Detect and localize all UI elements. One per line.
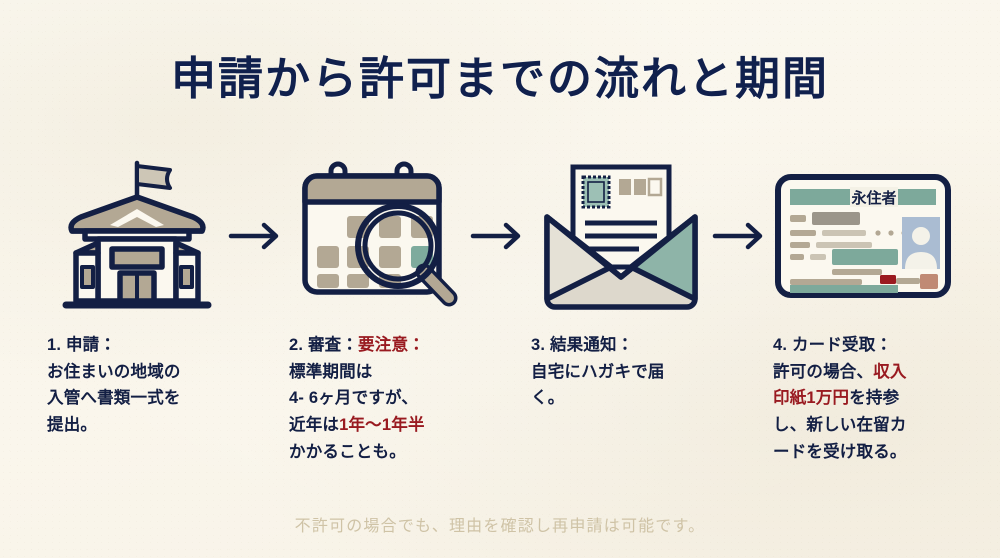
step-icon-row: 永住者 <box>0 148 1000 323</box>
footer-note: 不許可の場合でも、理由を確認し再申請は可能です。 <box>294 518 706 535</box>
step-2-highlight: 1年〜1年半 <box>339 416 425 435</box>
step-2-body-after: かかることも。 <box>289 442 406 461</box>
government-building-icon <box>62 160 212 308</box>
step-4-heading: 4. カード受取： <box>773 336 893 354</box>
step-4-caption: 4. カード受取： 許可の場合、収入 印紙1万円を持参 し、新しい在留カ ードを受… <box>773 332 953 466</box>
step-3-body: 自宅にハガキで届 く。 <box>531 362 665 408</box>
calendar-magnifier-icon <box>302 161 458 306</box>
arrow-2-wrap <box>469 216 531 256</box>
step-4-highlight: 収入 印紙1万円 <box>773 362 907 408</box>
step-1-text: 1. 申請： お住まいの地域の 入管へ書類一式を 提出。 <box>47 332 223 439</box>
step-1-body: お住まいの地域の 入管へ書類一式を 提出。 <box>47 362 181 435</box>
step-1-icon-wrap <box>47 156 227 316</box>
residence-card-icon: 永住者 <box>775 173 951 298</box>
envelope-letter-icon <box>544 164 698 310</box>
step-2-heading: 2. 審査： <box>289 336 359 354</box>
step-3-icon-wrap <box>531 156 711 316</box>
arrow-3-wrap <box>711 216 773 256</box>
step-1-caption: 1. 申請： お住まいの地域の 入管へ書類一式を 提出。 <box>47 332 227 439</box>
card-status-label: 永住者 <box>850 189 896 207</box>
page-title: 申請から許可までの流れと期間 <box>170 54 829 104</box>
step-4-body-before: 許可の場合、 <box>773 362 874 381</box>
step-3-caption: 3. 結果通知： 自宅にハガキで届 く。 <box>531 332 711 412</box>
step-3-heading: 3. 結果通知： <box>531 336 634 354</box>
step-2-caption: 2. 審査：要注意： 標準期間は 4- 6ヶ月ですが、 近年は1年〜1年半 かかる… <box>289 332 469 466</box>
step-1-heading: 1. 申請： <box>47 336 117 354</box>
step-4-body-after: を持参 し、新しい在留カ ードを受け取る。 <box>773 389 907 461</box>
arrow-right-icon <box>470 222 521 249</box>
step-4-icon-wrap: 永住者 <box>773 156 953 316</box>
step-2-text: 2. 審査：要注意： 標準期間は 4- 6ヶ月ですが、 近年は1年〜1年半 かかる… <box>289 332 465 466</box>
step-2-icon-wrap <box>289 156 469 316</box>
step-caption-row: 1. 申請： お住まいの地域の 入管へ書類一式を 提出。 2. 審査：要注意： 標準… <box>0 332 1000 466</box>
arrow-1-wrap <box>227 216 289 256</box>
arrow-right-icon <box>228 222 279 249</box>
step-2-heading-highlight: 要注意： <box>358 336 425 354</box>
step-4-text: 4. カード受取： 許可の場合、収入 印紙1万円を持参 し、新しい在留カ ードを受… <box>773 332 949 466</box>
arrow-right-icon <box>712 222 763 249</box>
step-2-body-before: 標準期間は 4- 6ヶ月ですが、 近年は <box>289 362 419 435</box>
step-3-text: 3. 結果通知： 自宅にハガキで届 く。 <box>531 332 707 412</box>
